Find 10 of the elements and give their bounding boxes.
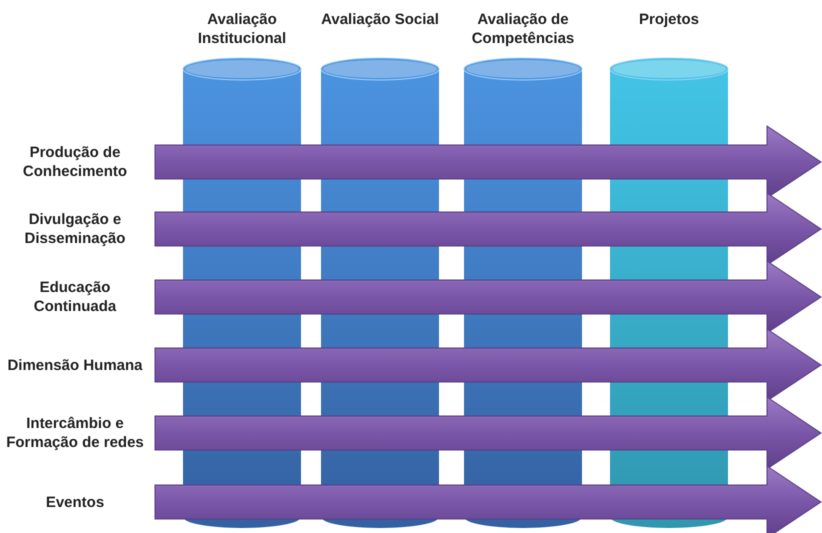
row-label: Educação Continuada	[32, 278, 118, 316]
column-heading: Avaliação de Competências	[470, 10, 576, 48]
column-heading: Projetos	[638, 10, 700, 29]
row-label: Eventos	[44, 492, 106, 512]
row-label: Intercâmbio e Formação de redes	[5, 414, 145, 452]
row-label: Dimensão Humana	[6, 356, 144, 374]
row-label: Produção de Conhecimento	[22, 143, 128, 181]
column-heading: Avaliação Institucional	[196, 10, 288, 48]
column-heading: Avaliação Social	[320, 10, 440, 29]
row-label: Divulgação e Disseminação	[24, 210, 126, 248]
